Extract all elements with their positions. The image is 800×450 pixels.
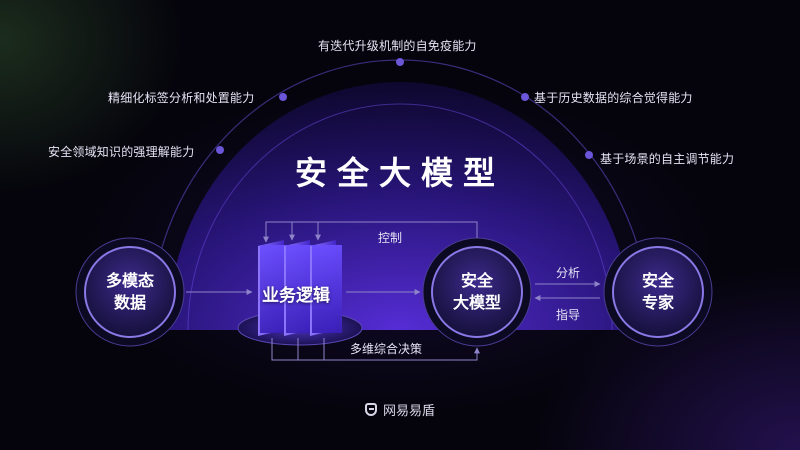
node-multimodal-circle — [75, 237, 185, 347]
capability-caption-4: 安全领域知识的强理解能力 — [48, 145, 195, 159]
node-model: 安全 大模型 — [432, 247, 522, 337]
edge-label-analyze: 分析 — [556, 266, 581, 280]
cap-dot-2 — [279, 93, 287, 101]
node-multimodal-line-1: 多模态 — [105, 271, 154, 290]
brand-name: 网易易盾 — [382, 404, 435, 419]
capability-caption-5: 基于场景的自主调节能力 — [600, 152, 735, 166]
node-expert: 安全 专家 — [613, 247, 703, 337]
dome-title: 安全大模型 — [294, 154, 505, 192]
edge-label-decision: 多维综合决策 — [350, 342, 423, 356]
capability-caption-3: 基于历史数据的综合觉得能力 — [534, 91, 693, 105]
shield-logo-icon — [364, 403, 377, 416]
node-multimodal: 多模态 数据 — [85, 247, 175, 337]
node-model-line-1: 安全 — [460, 271, 493, 290]
edge-label-control: 控制 — [378, 231, 403, 245]
decision-bracket — [271, 338, 480, 361]
capability-caption-1: 有迭代升级机制的自免疫能力 — [318, 39, 477, 53]
cap-dot-4 — [216, 146, 224, 154]
node-multimodal-line-2: 数据 — [113, 293, 146, 312]
business-card-3 — [310, 240, 342, 336]
node-model-circle — [422, 237, 532, 347]
node-business: 业务逻辑 — [262, 286, 330, 306]
node-expert-line-2: 专家 — [641, 293, 674, 312]
cap-dot-3 — [521, 93, 529, 101]
cap-dot-1 — [396, 58, 404, 66]
node-model-line-2: 大模型 — [452, 293, 501, 312]
edge-label-guide: 指导 — [556, 308, 581, 322]
capability-caption-2: 精细化标签分析和处置能力 — [108, 91, 255, 105]
node-expert-circle — [603, 237, 713, 347]
dome — [168, 82, 632, 330]
dome-inner-arc — [187, 103, 613, 331]
node-expert-line-1: 安全 — [641, 271, 674, 290]
cap-dot-5 — [585, 151, 593, 159]
brand: 网易易盾 — [0, 400, 800, 419]
